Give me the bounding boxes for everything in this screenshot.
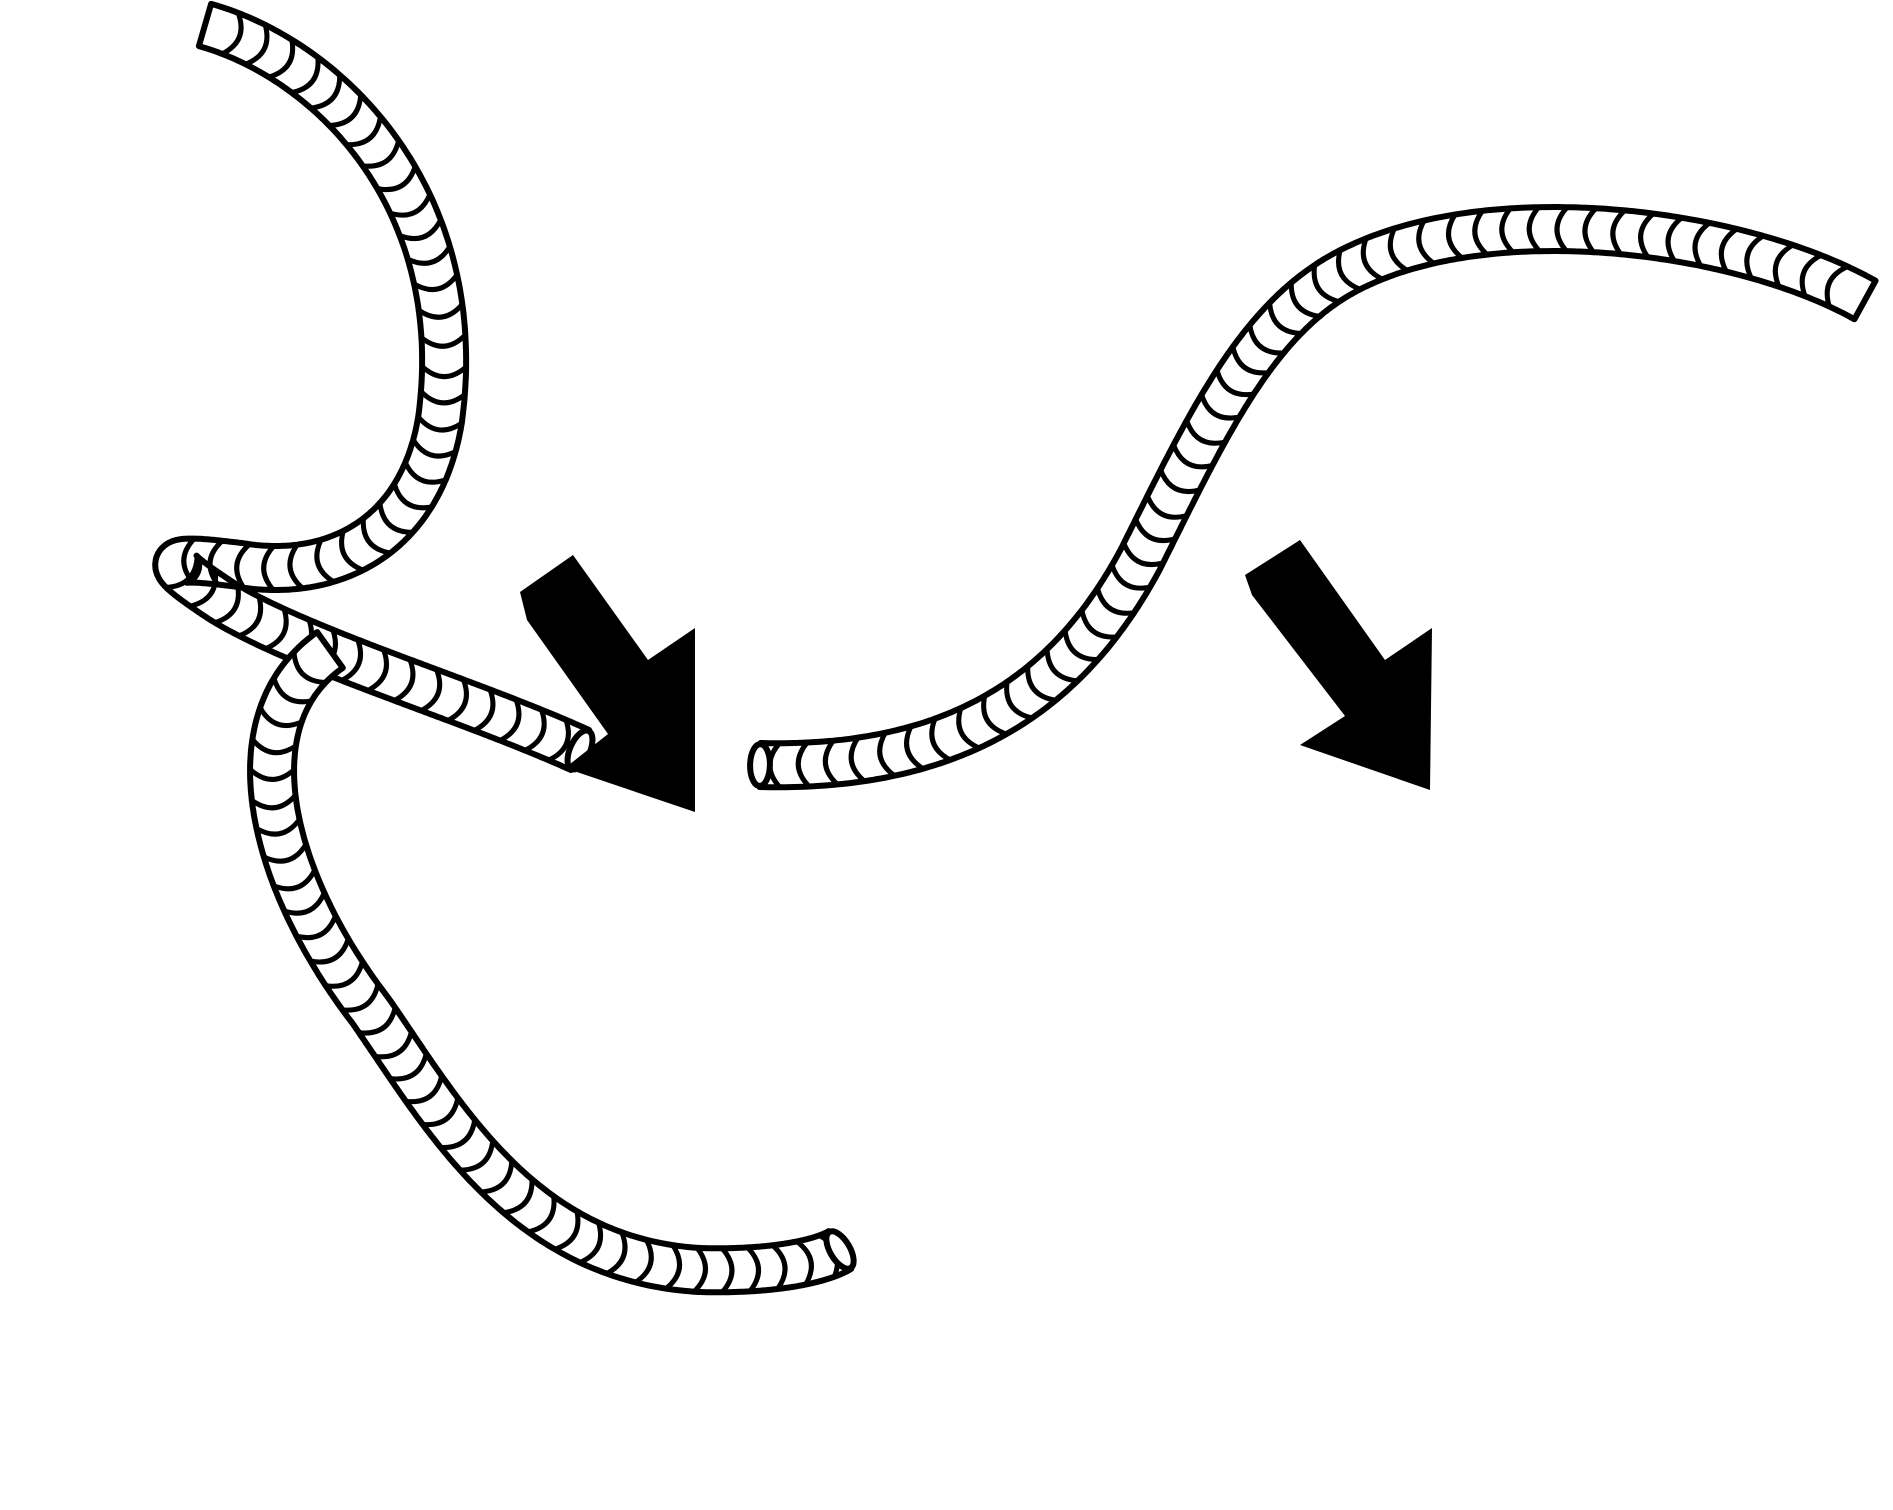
lower-harness-loom [247, 629, 857, 1296]
harness-looms [152, 0, 1879, 1296]
right-clip-arrow [1245, 540, 1432, 790]
right-wiring-harness-loom [747, 204, 1879, 791]
left-clip-arrow [520, 555, 695, 812]
left-retainer-clip [655, 812, 795, 1022]
right-retainer-clip [1325, 792, 1510, 985]
left-wiring-harness-loom [152, 0, 596, 773]
right-bulb-socket [1665, 728, 1770, 935]
upper-rail [240, 295, 1800, 362]
left-panel [10, 110, 275, 555]
clip-bosses [520, 854, 1645, 1015]
lamp-housing-rail [10, 918, 1893, 1082]
center-bulb-socket [1025, 758, 1125, 945]
